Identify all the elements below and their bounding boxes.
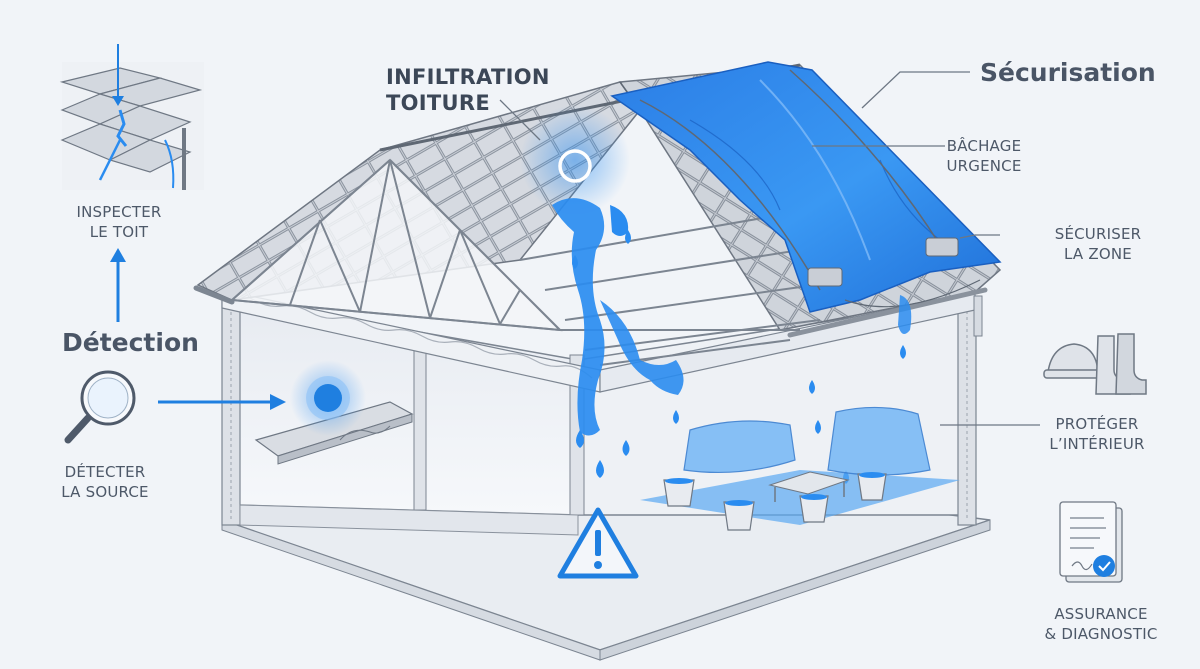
- label-line-1: BÂCHAGE: [946, 137, 1022, 155]
- heading-detection: Détection: [62, 328, 199, 357]
- label-assurance-diagnostic: ASSURANCE & DIAGNOSTIC: [1026, 604, 1176, 644]
- protected-interior: [640, 406, 960, 531]
- label-line-2: & DIAGNOSTIC: [1044, 625, 1158, 643]
- callout-lines: [499, 71, 1040, 426]
- label-line-1: INSPECTER: [76, 203, 162, 221]
- label-inspecter-toit: INSPECTER LE TOIT: [44, 202, 194, 242]
- label-line-1: SÉCURISER: [1054, 225, 1142, 243]
- callout-line-2: TOITURE: [386, 91, 490, 115]
- callout-infiltration-toiture: INFILTRATION TOITURE: [386, 64, 550, 116]
- label-bachage-urgence: BÂCHAGE URGENCE: [924, 136, 1044, 176]
- label-line-2: URGENCE: [946, 157, 1022, 175]
- roof-tiles-icon: [59, 44, 204, 190]
- helmet-boots-icon: [1043, 333, 1147, 395]
- label-line-2: LA SOURCE: [61, 483, 149, 501]
- emergency-tarp: [610, 61, 1002, 313]
- label-line-1: ASSURANCE: [1054, 605, 1148, 623]
- leak-detection-spot: [290, 360, 366, 436]
- label-line-2: L’INTÉRIEUR: [1049, 435, 1145, 453]
- certificate-document-icon: [1059, 501, 1123, 583]
- label-securiser-zone: SÉCURISER LA ZONE: [1038, 224, 1158, 264]
- detection-arrows: [110, 248, 286, 410]
- callout-line-1: INFILTRATION: [386, 65, 550, 89]
- magnifier-icon: [64, 370, 136, 444]
- label-line-1: PROTÉGER: [1055, 415, 1139, 433]
- label-proteger-interieur: PROTÉGER L’INTÉRIEUR: [1032, 414, 1162, 454]
- label-line-2: LA ZONE: [1064, 245, 1132, 263]
- label-detecter-source: DÉTECTER LA SOURCE: [30, 462, 180, 502]
- water-leak: [520, 105, 912, 484]
- warning-triangle-icon: [557, 507, 639, 579]
- label-line-1: DÉTECTER: [64, 463, 146, 481]
- label-line-2: LE TOIT: [89, 223, 149, 241]
- heading-securisation: Sécurisation: [980, 58, 1156, 87]
